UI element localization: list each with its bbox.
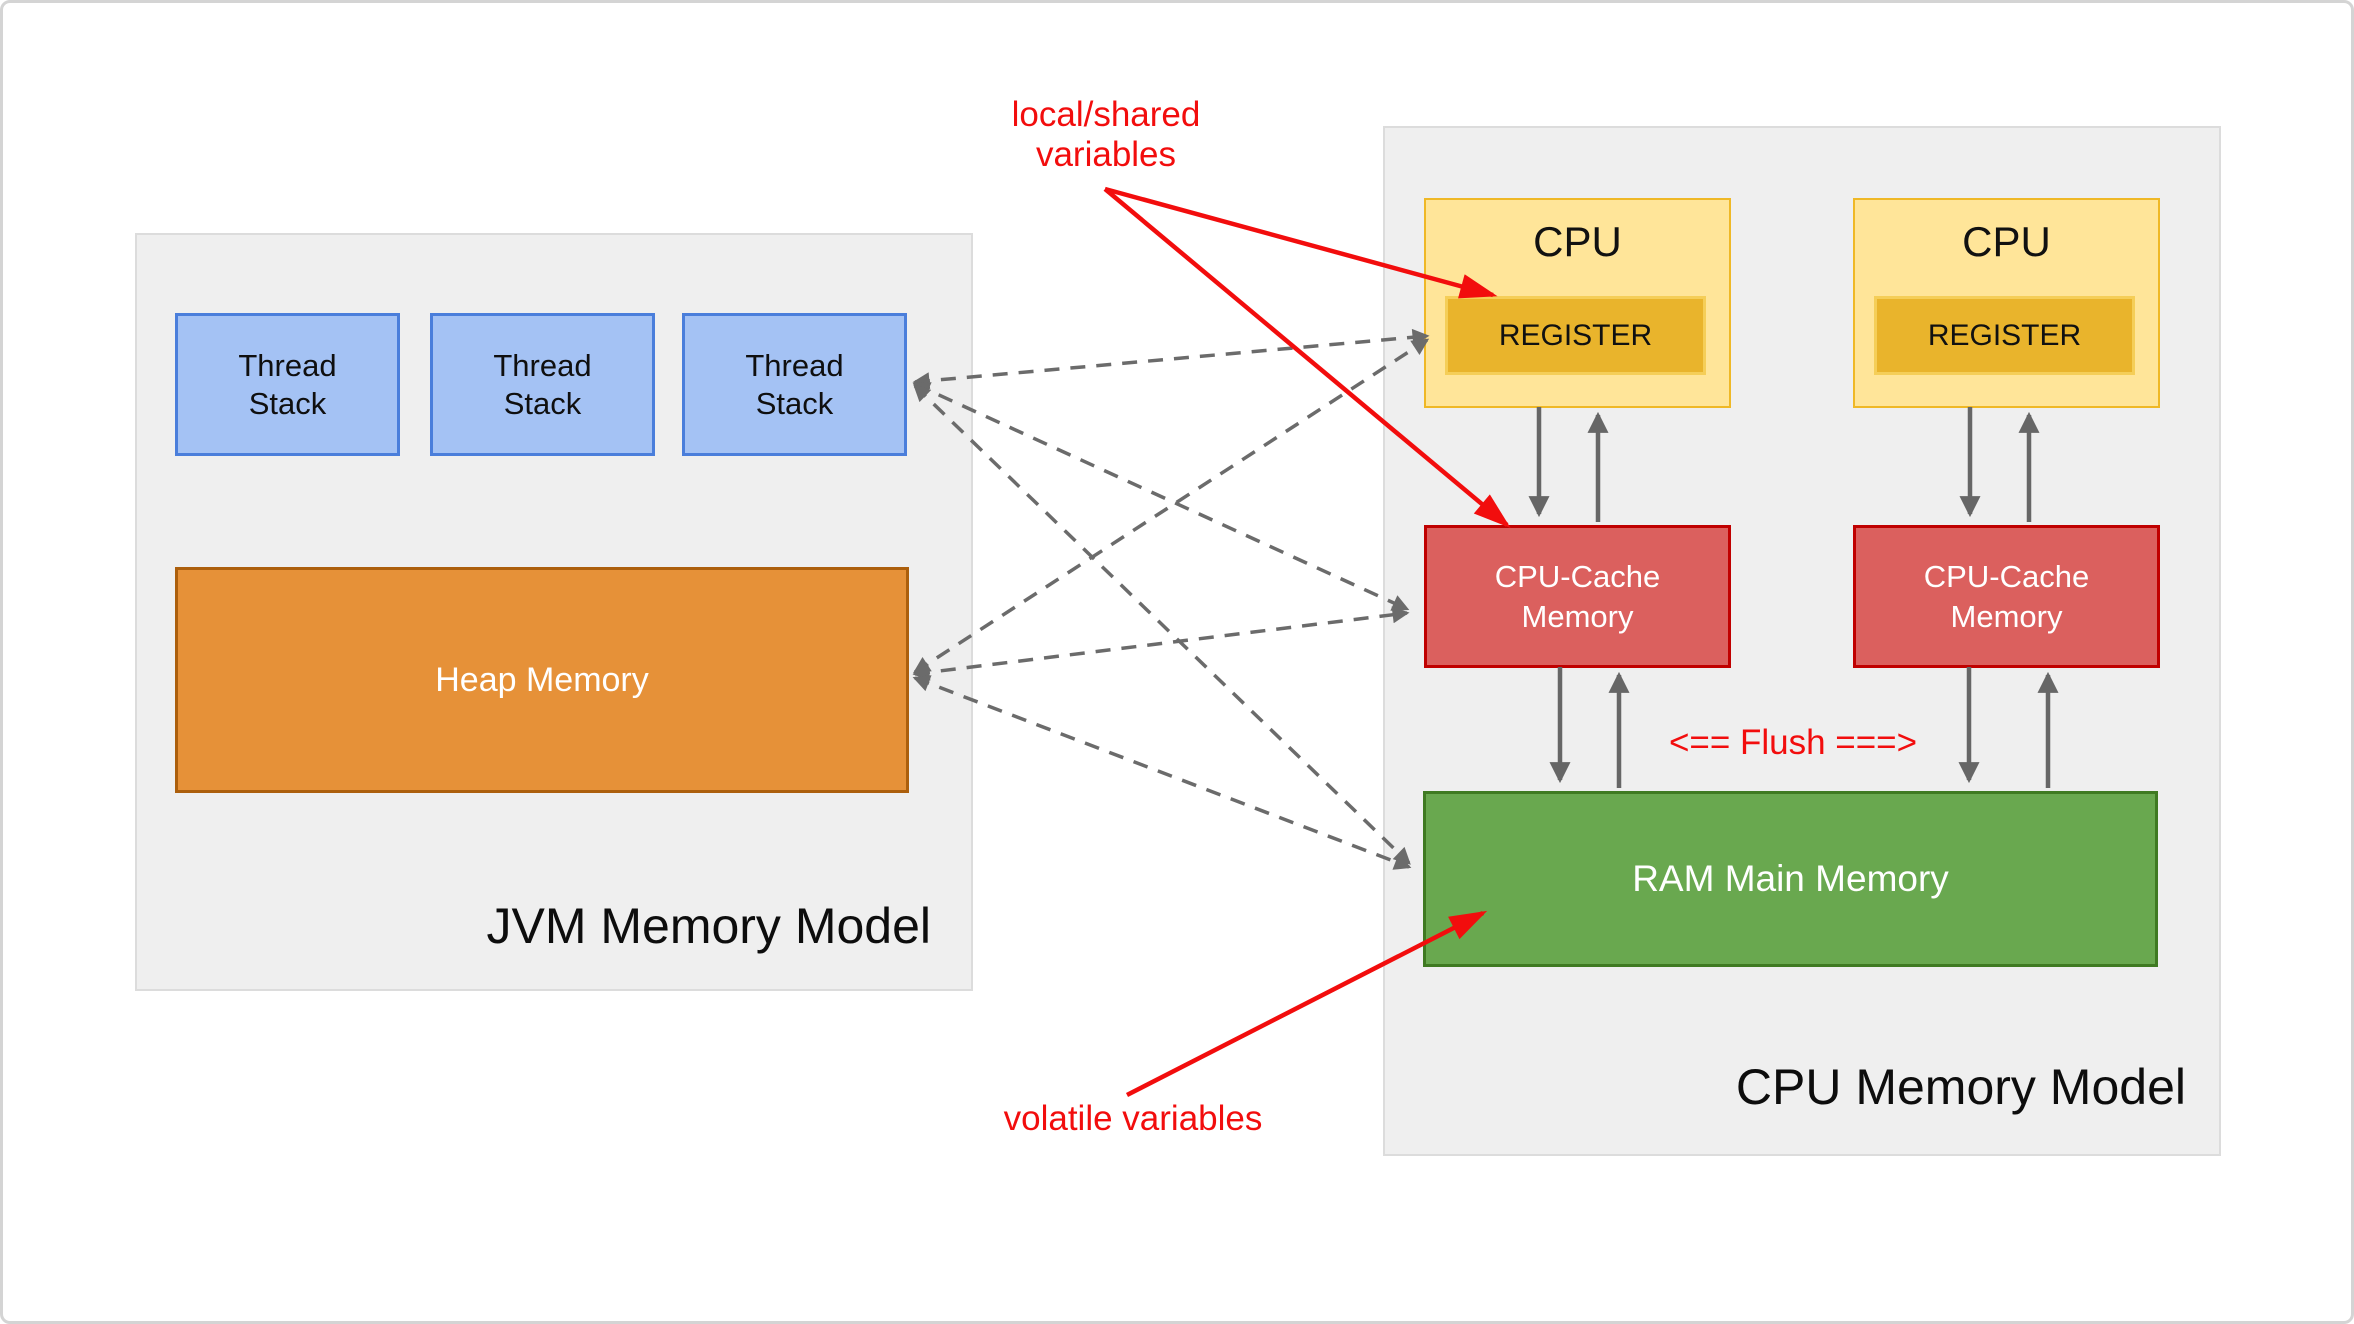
thread-stack-label-line1: Thread [493,347,592,383]
register-label: REGISTER [1498,318,1653,352]
cpu-label: CPU [1533,218,1622,265]
dashed-connector-heap-register [912,338,1430,674]
thread-stack-label-line1: Thread [238,347,337,383]
dashed-connector-heap-cache [912,606,1410,681]
annotation-local-shared-line1: local/shared [1011,95,1201,134]
thread-stack-label-line2: Stack [248,385,327,421]
cpu-box-2: CPU REGISTER [1853,198,2160,408]
thread-stack-label-line2: Stack [755,385,834,421]
cpu-cache-memory-box-1: CPU-Cache Memory [1424,525,1731,668]
annotation-flush: <== Flush ===> [1668,723,1918,762]
thread-stack-box-1: Thread Stack [175,313,400,456]
dashed-connectors-thread-stack [912,328,1430,865]
cache-label-line1: CPU-Cache [1923,558,2090,594]
thread-stack-label-line1: Thread [745,347,844,383]
dashed-connector-ts-ram [913,384,1411,865]
jvm-panel-title: JVM Memory Model [486,898,931,954]
cpu-label: CPU [1962,218,2051,265]
register-box-1: REGISTER [1445,296,1706,375]
jvm-memory-model-panel: Thread Stack Thread Stack Thread Stack H… [135,233,973,991]
thread-stack-label-line2: Stack [503,385,582,421]
heap-memory-box: Heap Memory [175,567,909,793]
dashed-connector-heap-ram [912,675,1412,870]
annotation-volatile-variables: volatile variables [1003,1099,1263,1138]
annotation-local-shared-variables: local/shared variables [953,95,1259,176]
ram-label: RAM Main Memory [1632,858,1949,899]
cache-label-line2: Memory [1521,598,1634,634]
register-box-2: REGISTER [1874,296,2135,375]
thread-stack-box-3: Thread Stack [682,313,907,456]
cpu-box-1: CPU REGISTER [1424,198,1731,408]
dashed-connectors-heap [912,338,1430,870]
cache-label-line2: Memory [1950,598,2063,634]
dashed-connector-ts-cache [912,382,1410,611]
cpu-panel-title: CPU Memory Model [1735,1059,2186,1115]
heap-memory-label: Heap Memory [435,660,649,699]
annotation-local-shared-line2: variables [1035,135,1177,175]
cpu-memory-model-panel: CPU REGISTER CPU REGISTER CPU-Cache Memo… [1383,126,2221,1156]
thread-stack-box-2: Thread Stack [430,313,655,456]
cache-label-line1: CPU-Cache [1494,558,1661,594]
dashed-connector-ts-register [912,328,1430,390]
cpu-cache-memory-box-2: CPU-Cache Memory [1853,525,2160,668]
register-label: REGISTER [1927,318,2082,352]
ram-main-memory-box: RAM Main Memory [1423,791,2158,967]
